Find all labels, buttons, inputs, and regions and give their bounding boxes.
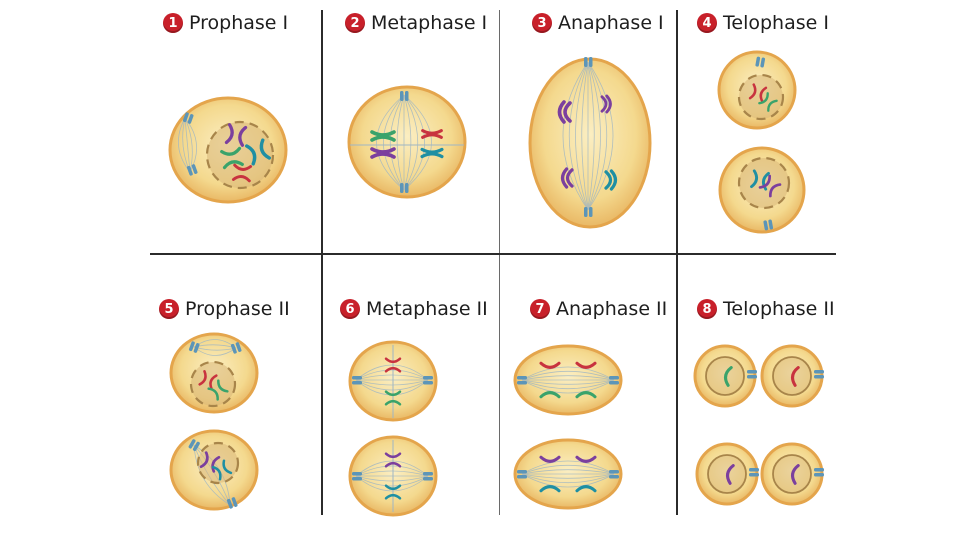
cell-anaphase-ii-top xyxy=(515,346,621,414)
centriole xyxy=(814,468,824,472)
centriole xyxy=(352,376,362,380)
centriole xyxy=(609,470,619,474)
cell-anaphase-ii-bottom xyxy=(515,440,621,508)
centriole xyxy=(609,381,619,385)
centriole xyxy=(423,381,433,385)
centriole xyxy=(352,472,362,476)
centriole xyxy=(423,376,433,380)
cell-metaphase-i xyxy=(349,87,465,197)
centriole xyxy=(517,376,527,380)
centriole xyxy=(589,207,593,217)
centriole xyxy=(609,376,619,380)
centriole xyxy=(517,475,527,479)
cell-metaphase-ii-top xyxy=(350,342,436,420)
cell-telophase-ii-4 xyxy=(762,444,824,504)
cell-telophase-ii-2 xyxy=(762,346,824,406)
centriole xyxy=(814,473,824,477)
cell-prophase-ii-top xyxy=(171,334,257,412)
centriole xyxy=(589,57,593,67)
centriole xyxy=(747,370,757,374)
cell-anaphase-i xyxy=(530,57,650,227)
centriole xyxy=(584,57,588,67)
cell-telophase-i-top xyxy=(719,52,795,128)
centriole xyxy=(405,183,409,193)
cell-prophase-i xyxy=(170,98,286,202)
centriole xyxy=(352,381,362,385)
centriole xyxy=(749,468,759,472)
centriole xyxy=(814,375,824,379)
cell-telophase-ii-1 xyxy=(695,346,757,406)
centriole xyxy=(517,381,527,385)
centriole xyxy=(747,375,757,379)
centriole xyxy=(400,183,404,193)
centriole xyxy=(814,370,824,374)
centriole xyxy=(405,91,409,101)
centriole xyxy=(423,472,433,476)
cell-metaphase-ii-bottom xyxy=(350,437,436,515)
centriole xyxy=(400,91,404,101)
centriole xyxy=(352,477,362,481)
cell-membrane xyxy=(349,87,465,197)
cell-prophase-ii-bottom xyxy=(171,431,257,509)
cell-telophase-i-bottom xyxy=(720,148,804,232)
centriole xyxy=(609,475,619,479)
cell-telophase-ii-3 xyxy=(697,444,759,504)
centriole xyxy=(423,477,433,481)
centriole xyxy=(749,473,759,477)
centriole xyxy=(584,207,588,217)
cell-membrane xyxy=(530,59,650,227)
centriole xyxy=(517,470,527,474)
